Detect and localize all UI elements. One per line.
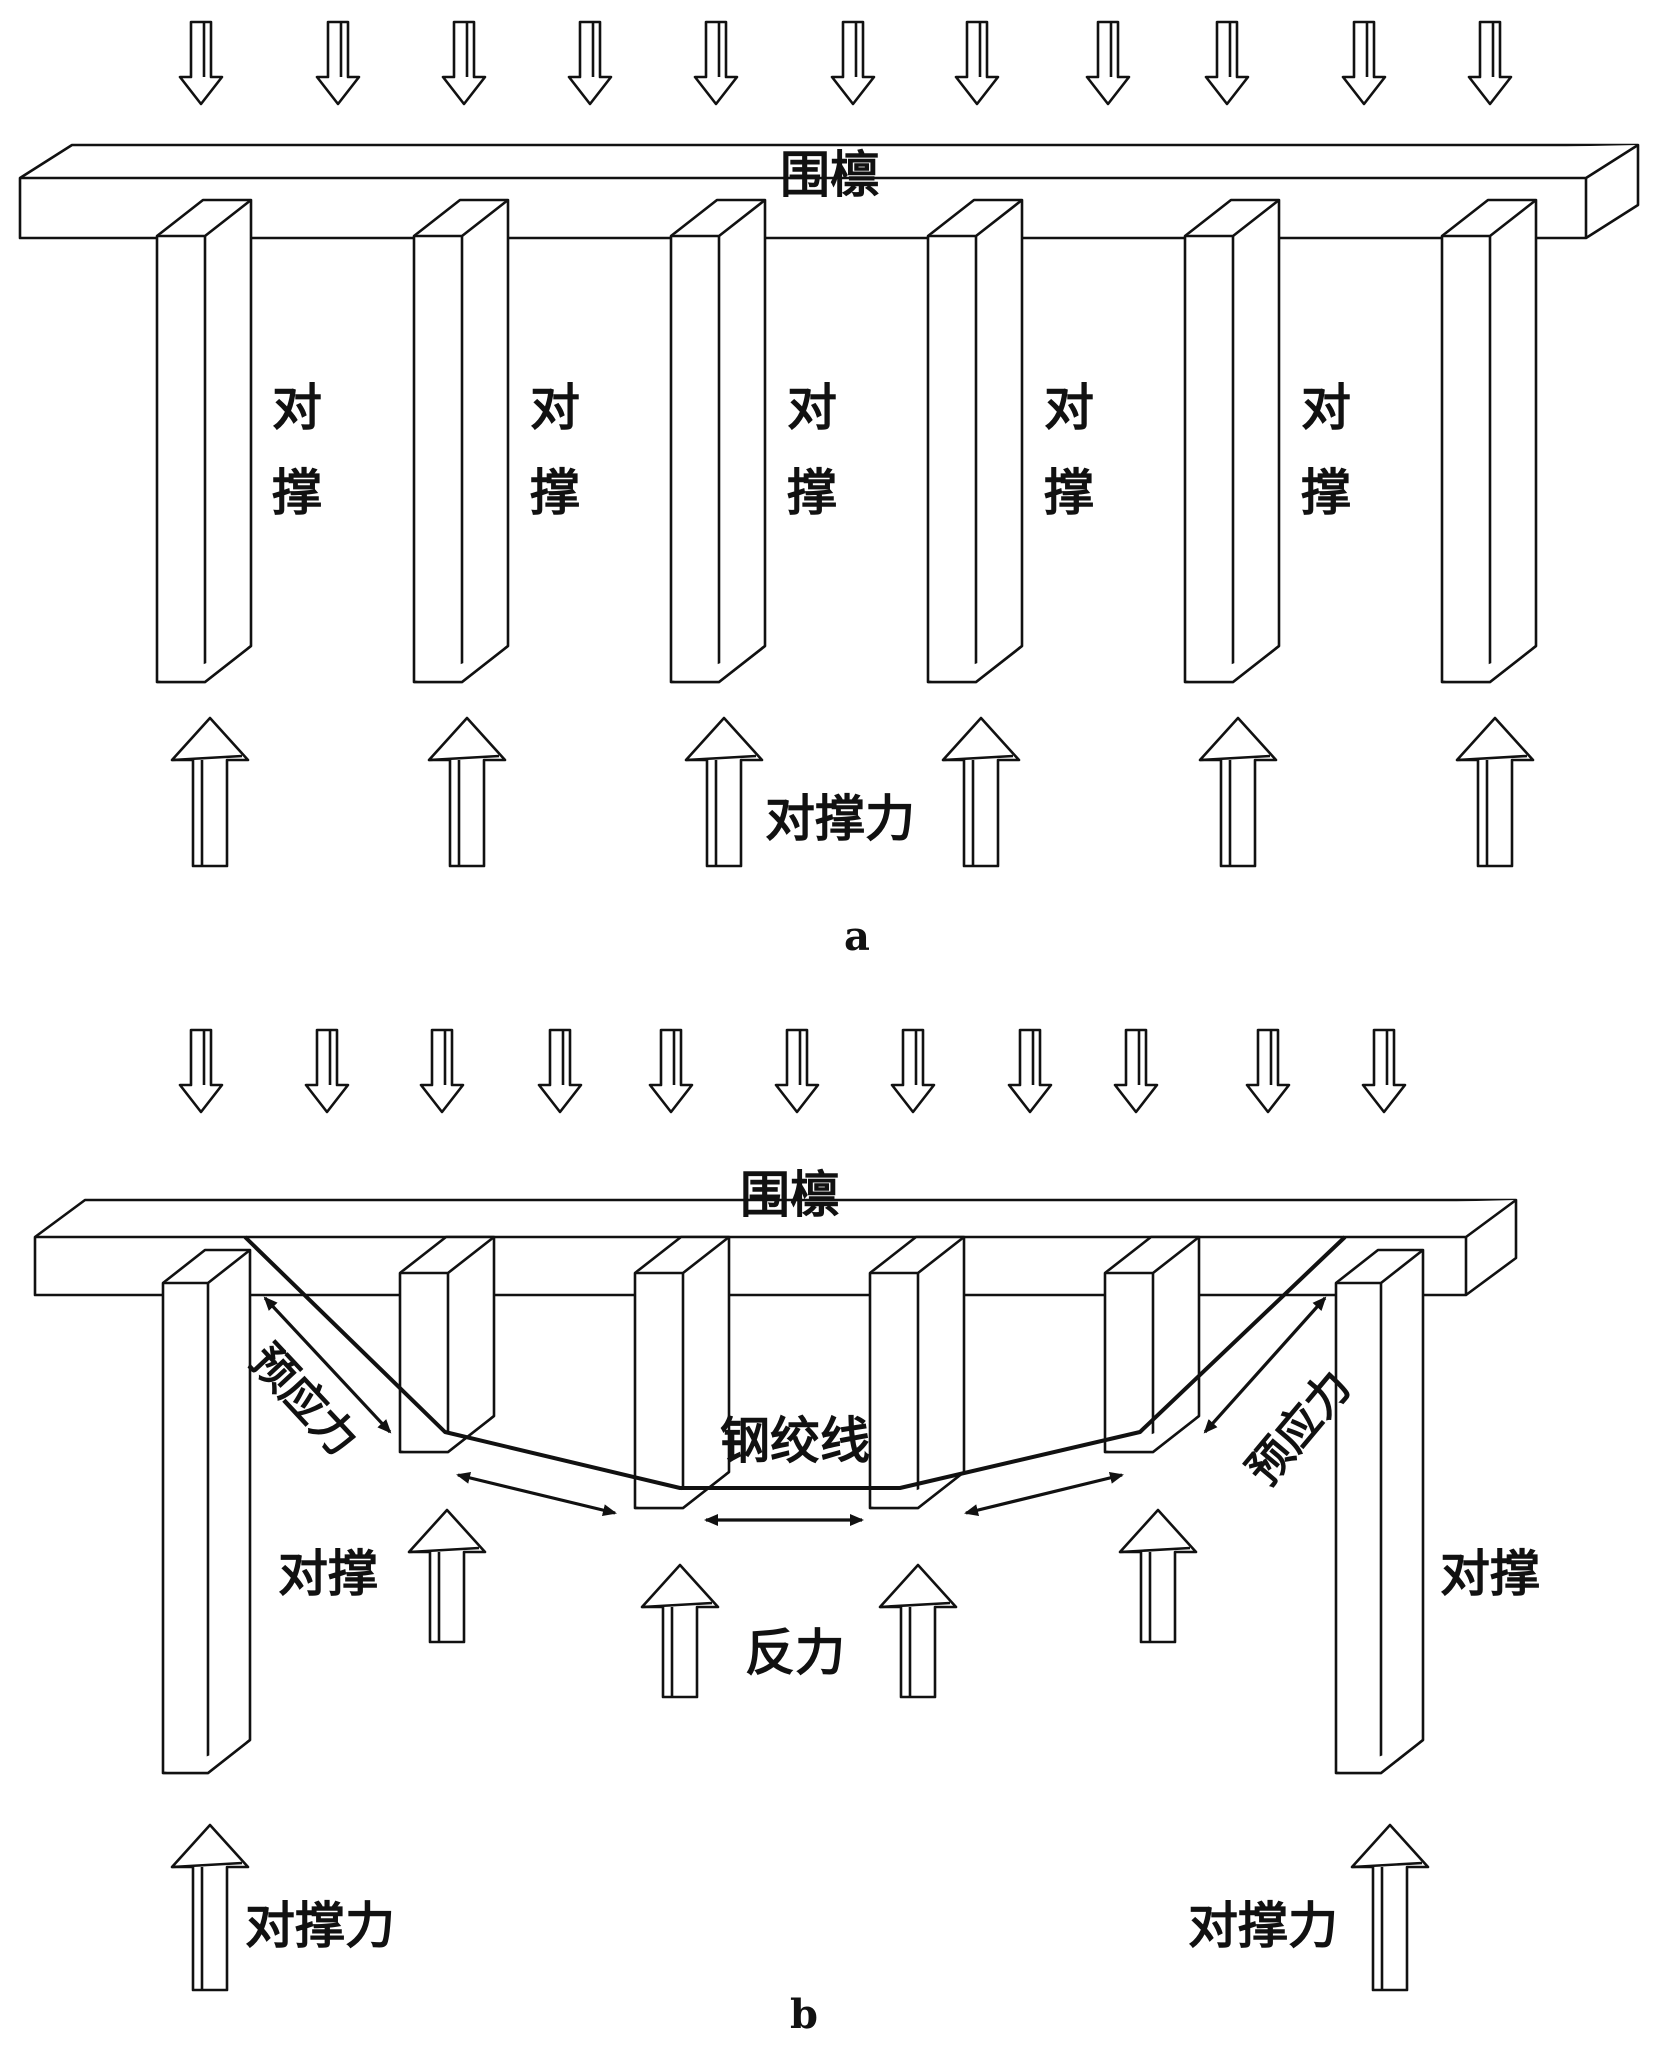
load-arrow-b-11 xyxy=(1361,1028,1407,1114)
load-arrow-b-6 xyxy=(774,1028,820,1114)
load-arrow-b-8 xyxy=(1007,1028,1053,1114)
load-arrow-b-7 xyxy=(890,1028,936,1114)
strut-a-2 xyxy=(412,198,510,684)
panel-a-caption: a xyxy=(844,913,870,960)
strut-force-arrow-b-right xyxy=(1350,1823,1430,1992)
prestress-arrow-left xyxy=(263,1296,392,1434)
reaction-arrow-left xyxy=(456,1471,617,1517)
strut-force-arrow-a-6 xyxy=(1455,716,1535,868)
load-arrow-a-10 xyxy=(1341,20,1387,106)
strut-label-top-a-3: 对 xyxy=(787,378,837,437)
strut-label-top-a-5: 对 xyxy=(1301,378,1351,437)
strut-label-right-b: 对撑 xyxy=(1440,1544,1540,1603)
upward-arrows-b xyxy=(170,1508,1430,1992)
waling-label-a: 围檩 xyxy=(780,145,880,204)
strut-label-bottom-a-3: 撑 xyxy=(787,463,837,522)
load-arrow-b-4 xyxy=(537,1028,583,1114)
load-arrow-b-5 xyxy=(648,1028,694,1114)
load-arrow-b-3 xyxy=(419,1028,465,1114)
load-arrow-a-2 xyxy=(315,20,361,106)
prestress-arrow-right xyxy=(1203,1296,1327,1434)
load-arrow-a-9 xyxy=(1204,20,1250,106)
reaction-arrow-right xyxy=(964,1472,1124,1516)
strut-a-3 xyxy=(669,198,767,684)
load-arrow-a-3 xyxy=(441,20,487,106)
strut-force-arrow-a-5 xyxy=(1198,716,1278,868)
strut-label-bottom-a-2: 撑 xyxy=(530,463,580,522)
strut-force-label-left-b: 对撑力 xyxy=(245,1896,395,1955)
reaction-force-arrow-2 xyxy=(640,1563,720,1699)
strut-label-top-a-2: 对 xyxy=(530,378,580,437)
inner-strut-2 xyxy=(633,1235,731,1510)
prestress-label-left: 预应力 xyxy=(240,1335,367,1466)
load-arrow-a-5 xyxy=(693,20,739,106)
panel-b: 围檩 钢绞线 预应力 预应力 对撑 对撑 xyxy=(33,1028,1540,2038)
strut-label-top-a-1: 对 xyxy=(272,378,322,437)
strut-force-arrow-b-left xyxy=(170,1823,250,1992)
strut-label-bottom-a-5: 撑 xyxy=(1301,463,1351,522)
panel-b-caption: b xyxy=(790,1991,818,2038)
strut-force-arrow-a-2 xyxy=(427,716,507,868)
inner-strut-3 xyxy=(868,1235,966,1510)
load-arrow-b-10 xyxy=(1245,1028,1291,1114)
reaction-label: 反力 xyxy=(745,1623,845,1682)
outer-strut-right xyxy=(1334,1248,1425,1775)
outer-strut-left xyxy=(161,1248,252,1775)
waling-beam-b: 围檩 xyxy=(33,1165,1518,1297)
strut-a-6 xyxy=(1440,198,1538,684)
load-arrow-b-1 xyxy=(178,1028,224,1114)
strand-label: 钢绞线 xyxy=(720,1411,870,1470)
reaction-force-arrow-3 xyxy=(878,1563,958,1699)
strut-label-left-b: 对撑 xyxy=(278,1544,378,1603)
strut-label-top-a-4: 对 xyxy=(1044,378,1094,437)
load-arrow-b-2 xyxy=(304,1028,350,1114)
strut-a-1 xyxy=(155,198,253,684)
struts-a xyxy=(155,198,1538,684)
reaction-force-arrow-4 xyxy=(1118,1508,1198,1644)
steel-strand xyxy=(243,1235,1347,1490)
inner-struts xyxy=(398,1235,1201,1510)
load-arrows-a xyxy=(178,20,1513,106)
inner-strut-1 xyxy=(398,1235,496,1454)
strut-force-label-a: 对撑力 xyxy=(765,789,915,848)
strut-force-label-right-b: 对撑力 xyxy=(1188,1896,1338,1955)
strut-force-arrow-a-1 xyxy=(170,716,250,868)
strut-force-arrow-a-4 xyxy=(941,716,1021,868)
strut-force-arrow-a-3 xyxy=(684,716,764,868)
load-arrow-a-6 xyxy=(830,20,876,106)
strut-a-5 xyxy=(1183,198,1281,684)
waling-label-b: 围檩 xyxy=(740,1165,840,1224)
load-arrow-a-7 xyxy=(954,20,1000,106)
load-arrows-b xyxy=(178,1028,1407,1114)
reaction-force-arrow-1 xyxy=(407,1508,487,1644)
load-arrow-a-4 xyxy=(567,20,613,106)
strut-a-4 xyxy=(926,198,1024,684)
load-arrow-a-1 xyxy=(178,20,224,106)
strut-force-arrows-a xyxy=(170,716,1535,868)
waling-beam-a: 围檩 xyxy=(18,143,1640,240)
strut-label-bottom-a-4: 撑 xyxy=(1044,463,1094,522)
load-arrow-a-11 xyxy=(1467,20,1513,106)
load-arrow-b-9 xyxy=(1113,1028,1159,1114)
strut-label-bottom-a-1: 撑 xyxy=(272,463,322,522)
load-arrow-a-8 xyxy=(1085,20,1131,106)
